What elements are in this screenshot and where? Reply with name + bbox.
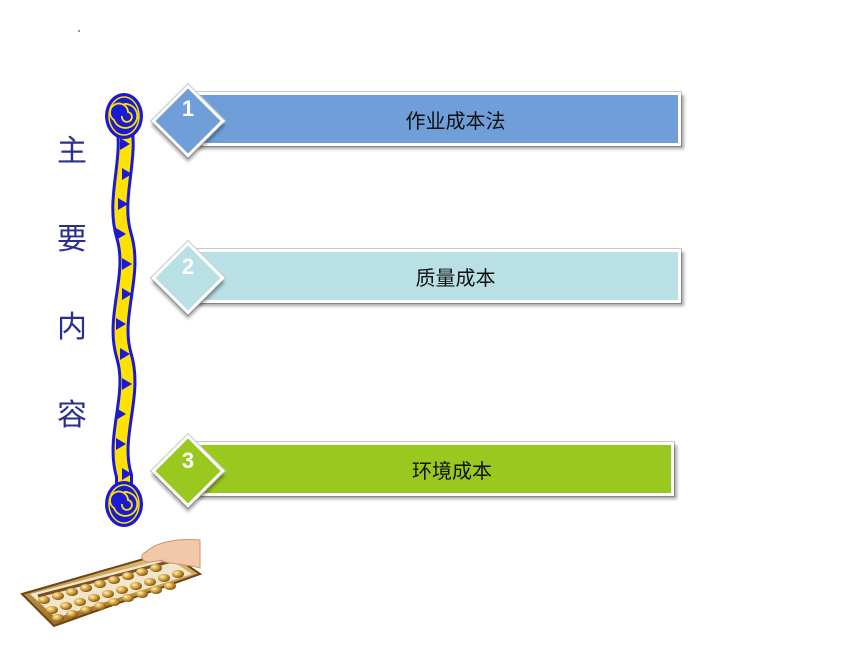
menu-item-2[interactable]: 质量成本 2 — [150, 241, 695, 316]
hand-shape — [141, 539, 201, 569]
scroll-top-spiral — [105, 93, 143, 139]
menu-item-number: 3 — [181, 448, 195, 473]
scroll-bottom-spiral — [105, 481, 143, 527]
menu-item-bar[interactable]: 质量成本 — [190, 249, 681, 303]
abacus-image — [20, 539, 202, 628]
side-title: 主 要 内 容 — [54, 132, 90, 484]
menu-item-bar[interactable]: 环境成本 — [190, 442, 674, 496]
side-title-char: 主 — [57, 134, 87, 169]
stray-dot — [78, 30, 80, 32]
menu-item-label: 作业成本法 — [405, 108, 506, 133]
menu-item-3[interactable]: 环境成本 3 — [150, 434, 695, 510]
menu-item-label: 质量成本 — [415, 265, 496, 290]
menu-item-label: 环境成本 — [412, 458, 492, 483]
menu-item-1[interactable]: 作业成本法 1 — [150, 84, 695, 158]
menu-item-number: 1 — [181, 96, 195, 121]
side-title-char: 容 — [57, 398, 87, 433]
side-title-char: 要 — [57, 222, 87, 257]
spiral-scroll-icon — [105, 93, 143, 527]
menu-item-number: 2 — [181, 254, 195, 279]
menu-item-bar[interactable]: 作业成本法 — [190, 92, 681, 146]
side-title-char: 内 — [57, 310, 87, 345]
